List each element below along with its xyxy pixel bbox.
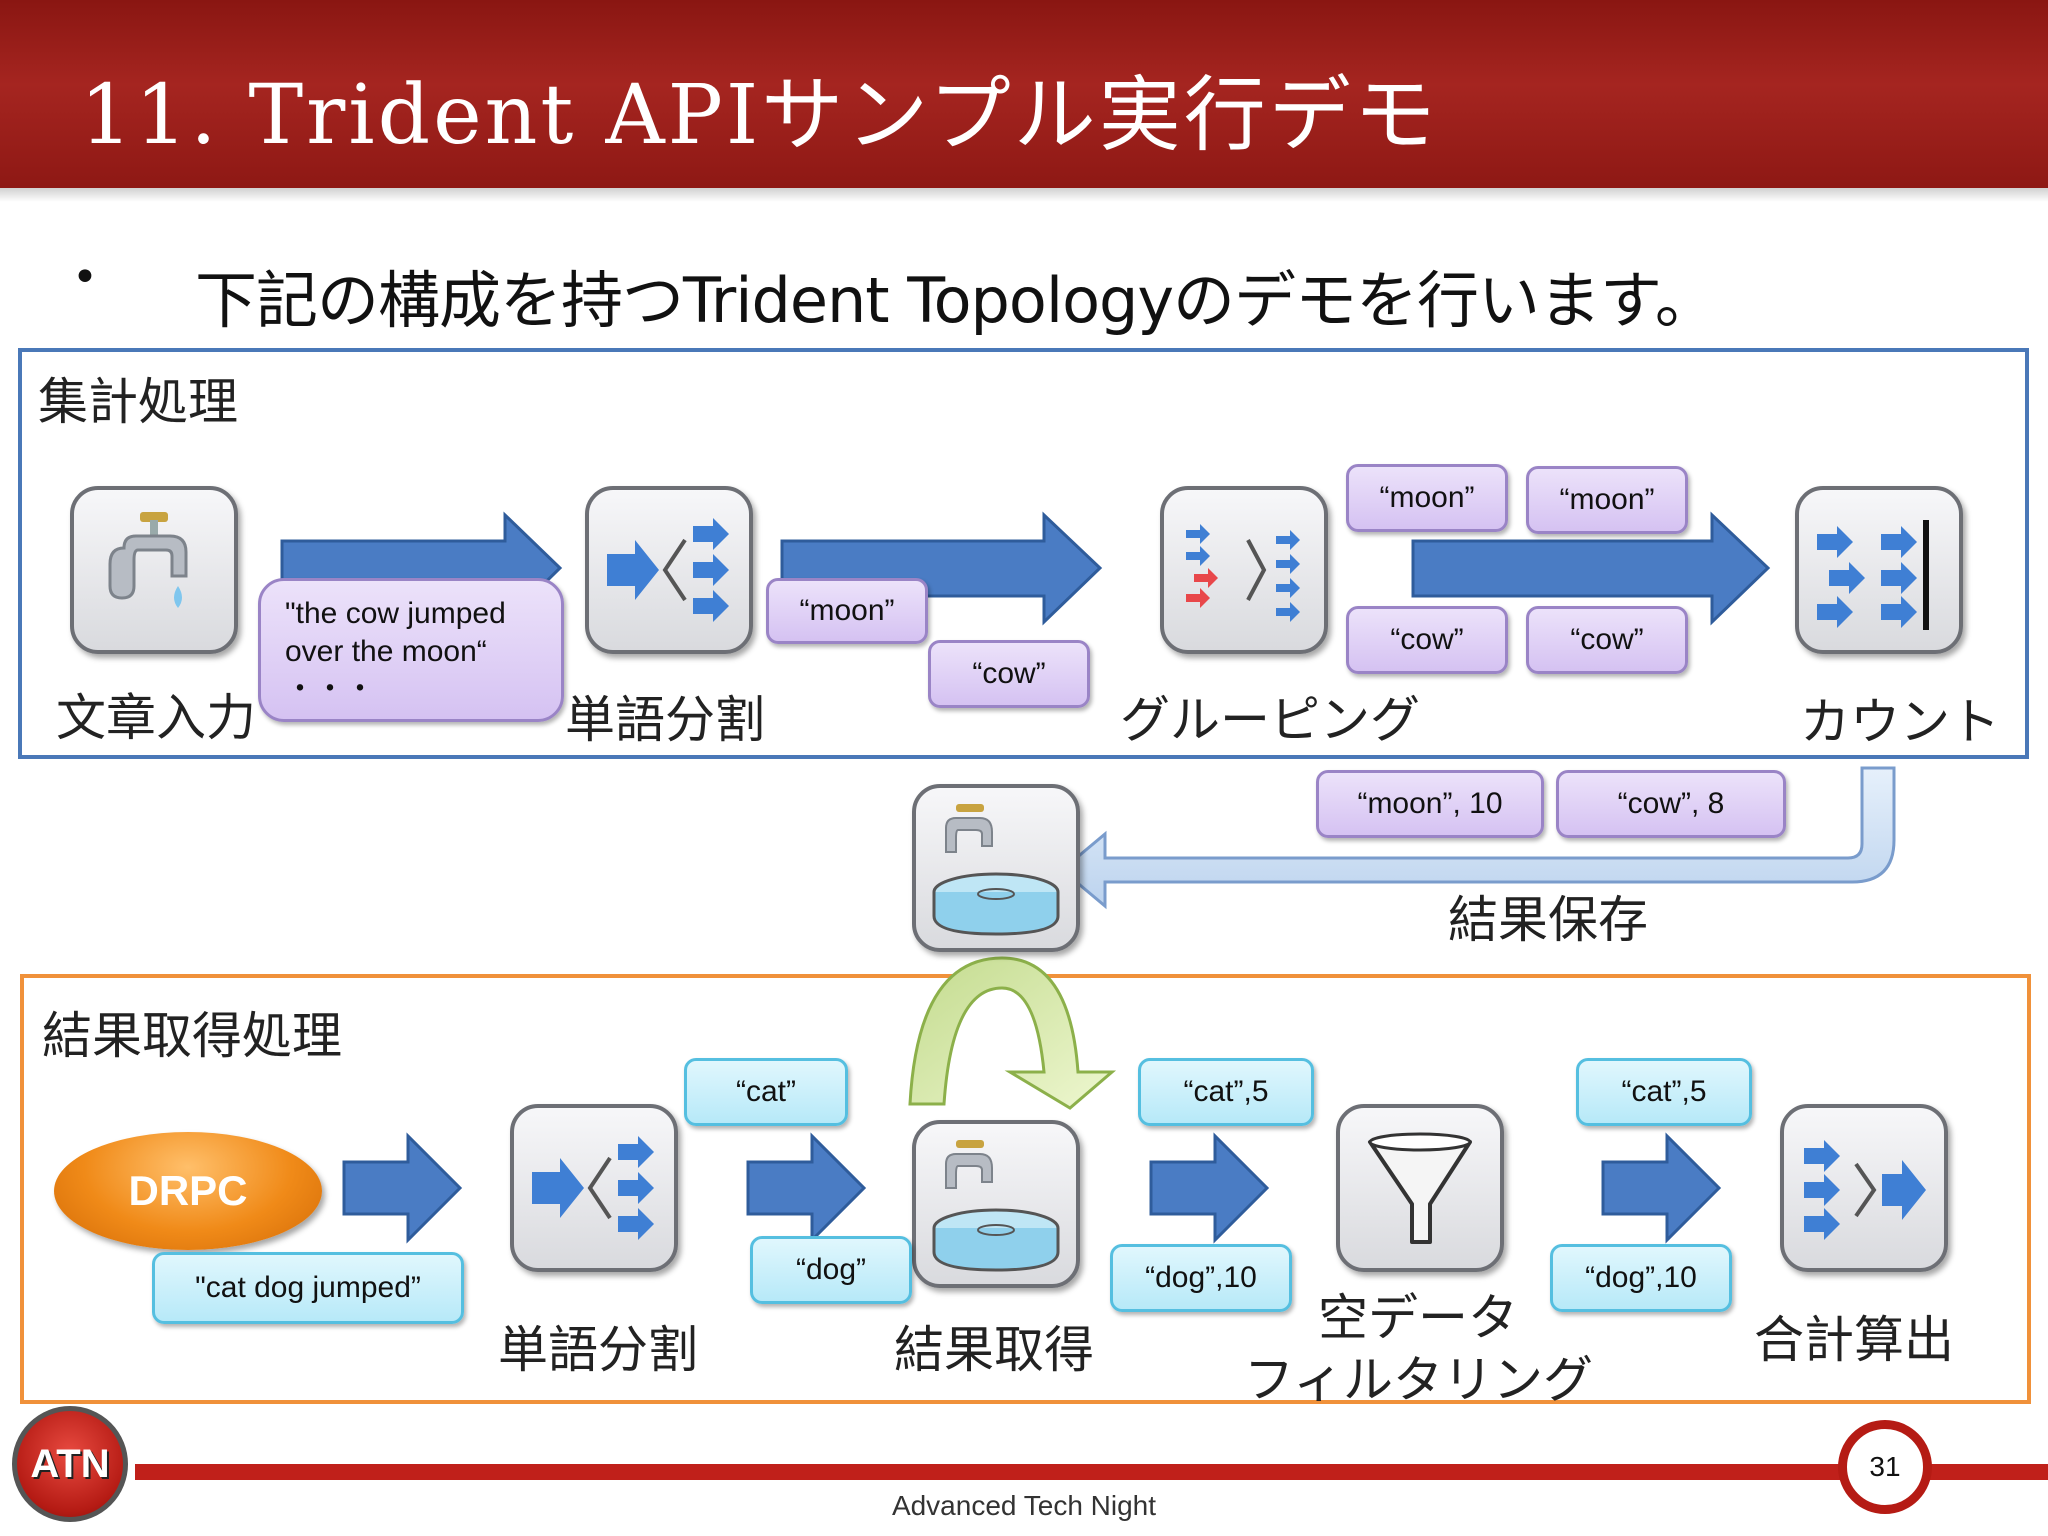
- arrow-fetch-filter: [1149, 1132, 1270, 1244]
- group-tag-moon-2: “moon”: [1526, 466, 1688, 534]
- result-tag-cow: “cow”, 8: [1556, 770, 1786, 838]
- storage-icon: [912, 784, 1080, 952]
- group-tag-cow-1: “cow”: [1346, 606, 1508, 674]
- arrow-reuse: [908, 956, 1117, 1110]
- node-label-filter-2: フィルタリング: [1244, 1351, 1593, 1409]
- split-tag-moon: “moon”: [766, 578, 928, 644]
- aggregation-section: [18, 348, 2029, 759]
- faucet-icon: [70, 486, 238, 654]
- fetch-out-tag-cat: “cat”,5: [1138, 1058, 1314, 1126]
- footer-line: [135, 1464, 1850, 1480]
- page-number: 31: [1838, 1420, 1932, 1514]
- fetch-in-tag-cat: “cat”: [684, 1058, 848, 1126]
- sentence-line-2: over the moon“: [285, 635, 487, 668]
- arrow-drpc-split: [342, 1132, 463, 1244]
- group-tag-cow-2: “cow”: [1526, 606, 1688, 674]
- footer-line-right: [1930, 1464, 2048, 1480]
- sentence-line-3: ・・・: [285, 673, 375, 706]
- node-label-sum: 合計算出: [1754, 1311, 1954, 1369]
- node-label-split: 単語分割: [565, 691, 765, 749]
- result-tag-moon: “moon”, 10: [1316, 770, 1544, 838]
- filter-out-tag-cat: “cat”,5: [1576, 1058, 1752, 1126]
- sentence-line-1: "the cow jumped: [285, 597, 506, 630]
- node-label-input: 文章入力: [56, 689, 256, 747]
- node-label-filter-1: 空データ: [1318, 1289, 1518, 1347]
- node-label-split-2: 単語分割: [498, 1321, 698, 1379]
- sum-icon: [1780, 1104, 1948, 1272]
- arrow-group-count: [1411, 511, 1771, 626]
- header-shadow: [0, 188, 2048, 202]
- filter-out-tag-dog: “dog”,10: [1550, 1244, 1732, 1312]
- drpc-node: DRPC: [54, 1132, 322, 1250]
- storage-icon-2: [912, 1120, 1080, 1288]
- count-icon: [1795, 486, 1963, 654]
- funnel-icon: [1336, 1104, 1504, 1272]
- arrow-filter-sum: [1601, 1132, 1722, 1244]
- fetch-out-tag-dog: “dog”,10: [1110, 1244, 1292, 1312]
- aggregation-label: 集計処理: [38, 373, 238, 431]
- store-label: 結果保存: [1448, 891, 1648, 949]
- slide-title: 11. Trident APIサンプル実行デモ: [80, 68, 1439, 163]
- arrow-store: [1059, 766, 1896, 910]
- node-label-fetch: 結果取得: [894, 1321, 1094, 1379]
- atn-logo: ATN: [12, 1406, 128, 1522]
- node-label-grouping: グルーピング: [1120, 691, 1420, 749]
- retrieval-label: 結果取得処理: [42, 1007, 342, 1065]
- split-icon-2: [510, 1104, 678, 1272]
- fetch-in-tag-dog: “dog”: [750, 1236, 912, 1304]
- query-tag: "cat dog jumped”: [152, 1252, 464, 1324]
- split-tag-cow: “cow”: [928, 640, 1090, 708]
- sentence-bubble: "the cow jumped over the moon“ ・・・: [258, 578, 564, 722]
- group-tag-moon-1: “moon”: [1346, 464, 1508, 532]
- footer-text: Advanced Tech Night: [891, 1490, 1157, 1521]
- node-label-count: カウント: [1800, 693, 2000, 751]
- lead-text: 下記の構成を持つTrident Topologyのデモを行います。: [195, 264, 1717, 337]
- split-icon: [585, 486, 753, 654]
- arrow-split-fetch: [746, 1132, 867, 1244]
- grouping-icon: [1160, 486, 1328, 654]
- bullet-marker: •: [72, 252, 98, 303]
- slide-header: [0, 0, 2048, 188]
